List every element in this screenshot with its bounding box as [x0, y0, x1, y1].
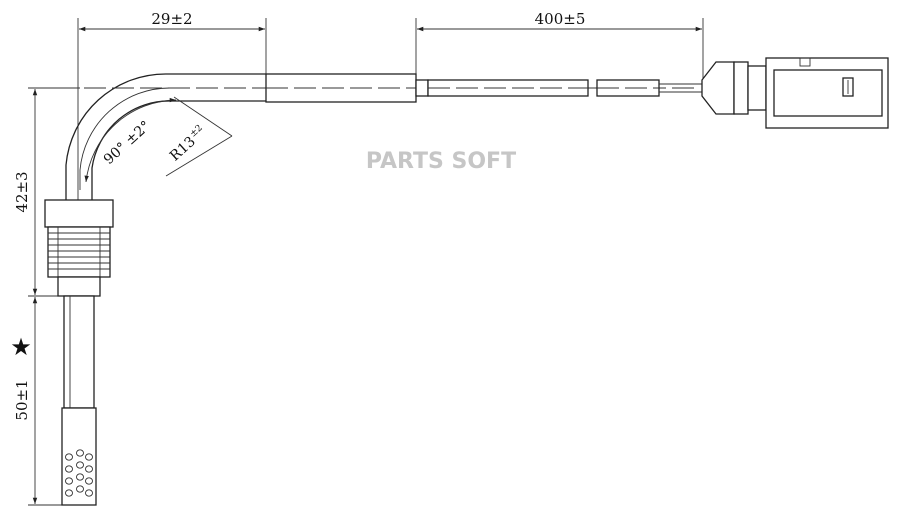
- threaded-fitting: [44, 199, 114, 297]
- dimension-lines: [32, 26, 702, 504]
- dim-cable-length: 400±5: [535, 10, 586, 28]
- cable: [427, 79, 712, 97]
- probe: [61, 295, 97, 506]
- watermark: PARTS SOFT: [366, 149, 516, 174]
- dim-thread-height: 42±3: [13, 171, 31, 212]
- dim-probe-length: 50±1: [13, 379, 31, 420]
- crimp-ring: [415, 79, 429, 97]
- angle-annotation: [84, 96, 233, 183]
- dim-bend-angle: 90° ±2°: [101, 118, 154, 168]
- connector: [701, 57, 889, 129]
- extension-lines: [28, 18, 704, 506]
- dim-bend-offset: 29±2: [151, 10, 192, 28]
- bent-tube: [65, 73, 266, 200]
- star-icon: ★: [10, 333, 32, 361]
